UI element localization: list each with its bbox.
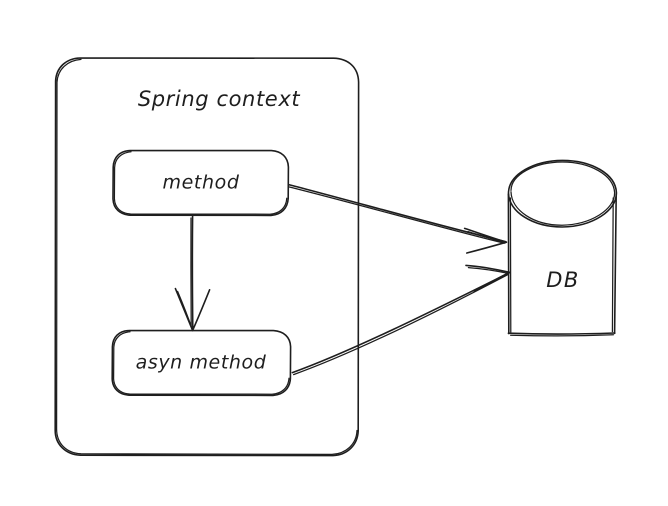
node-asyn-method[interactable]: asyn method [111, 329, 292, 397]
node-method-label: method [163, 172, 240, 194]
node-asyn-method-label: asyn method [136, 352, 267, 374]
node-db-label: DB [546, 268, 580, 292]
node-db[interactable]: DB [507, 159, 618, 337]
edge-method-to-asyn-method[interactable] [174, 214, 211, 332]
edge-asyn-method-to-db[interactable] [291, 264, 511, 376]
spring-context-label: Spring context [138, 87, 301, 111]
edge-method-to-db[interactable] [287, 183, 508, 254]
node-method[interactable]: method [112, 149, 290, 217]
